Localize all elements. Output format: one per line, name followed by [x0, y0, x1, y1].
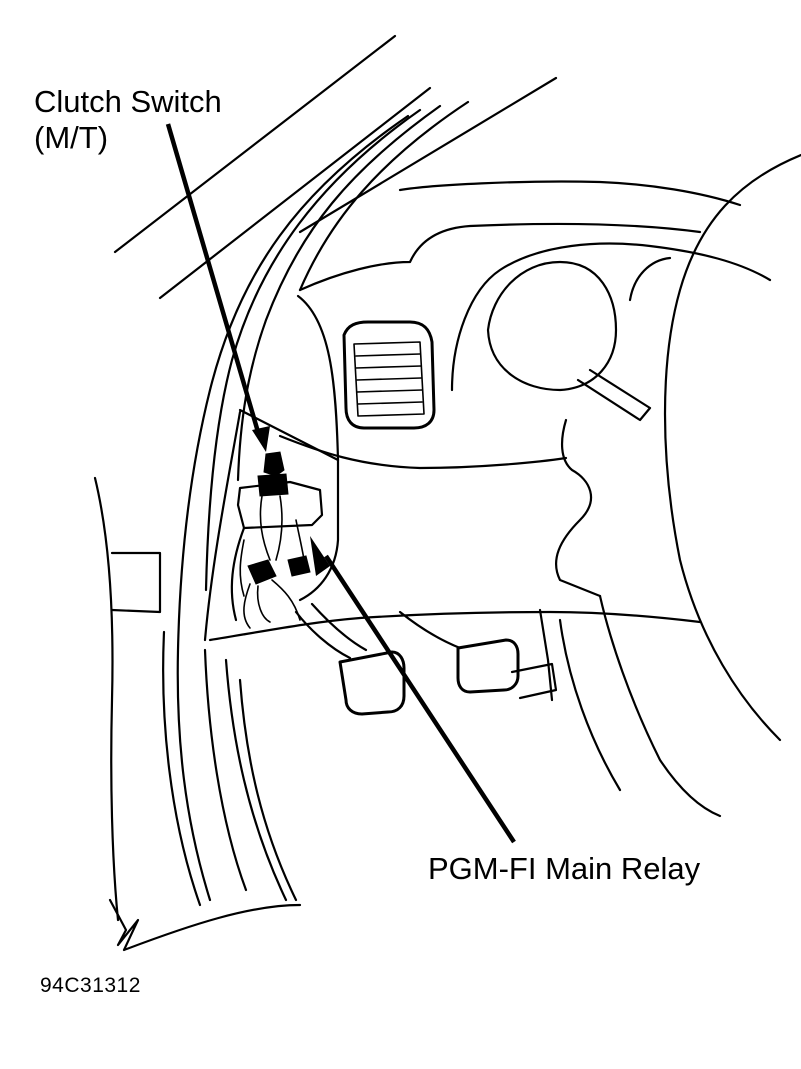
dash-upper-contour [298, 222, 702, 292]
floor-break-line [108, 898, 302, 952]
column-cover [555, 418, 602, 598]
clutch-switch-leader [165, 123, 270, 452]
lower-pillar-line-3 [238, 678, 298, 902]
clutch-pedal [338, 650, 406, 716]
clutch-switch-label: Clutch Switch (M/T) [34, 84, 222, 155]
gauge-right [628, 256, 672, 302]
air-vent-slats [355, 353, 423, 405]
floor-tunnel-2 [558, 618, 622, 792]
brake-pedal [456, 638, 520, 694]
brake-pedal-arm [398, 610, 462, 650]
door-frame-curve-4 [298, 100, 470, 292]
door-sill-line [162, 630, 202, 907]
a-pillar-outer-line [113, 34, 397, 254]
pgm-fi-main-relay-label: PGM-FI Main Relay [428, 851, 701, 886]
clutch-switch-label-line1: Clutch Switch [34, 84, 222, 119]
relay-bracket-lower [230, 526, 246, 622]
under-dash-panel-left [203, 410, 242, 642]
windshield-line [298, 76, 558, 234]
clutch-switch [257, 451, 289, 561]
door-opening-edge [93, 476, 120, 922]
clutch-switch-label-line2: (M/T) [34, 119, 109, 155]
knee-bolster [298, 458, 340, 602]
a-pillar-line-2 [158, 86, 432, 300]
dash-bottom-edge [208, 610, 702, 642]
door-frame-curve-1 [176, 114, 410, 902]
dash-mid-contour [296, 294, 340, 462]
accel-area [538, 608, 554, 702]
air-vent-bezel [342, 320, 436, 430]
main-relay [239, 519, 311, 629]
relay-bracket [236, 480, 324, 530]
lower-pillar-line-2 [224, 658, 288, 902]
dash-top-edge [398, 180, 742, 207]
relay-leader [310, 536, 516, 844]
clutch-pedal-arm [294, 610, 352, 660]
kick-panel-outline [110, 551, 162, 614]
clutch-pedal-arm-2 [310, 602, 368, 652]
figure-id: 94C31312 [40, 974, 141, 997]
door-frame-curve-3 [236, 104, 442, 482]
door-frame-curve-2 [204, 108, 422, 592]
steering-wheel-edge [663, 153, 801, 742]
gauge-left [486, 260, 618, 392]
instrument-hood [450, 242, 772, 392]
floor-tunnel [598, 594, 722, 818]
steering-column [576, 368, 652, 422]
brake-pedal-lower [510, 662, 558, 700]
lower-pillar-line-1 [203, 648, 248, 892]
